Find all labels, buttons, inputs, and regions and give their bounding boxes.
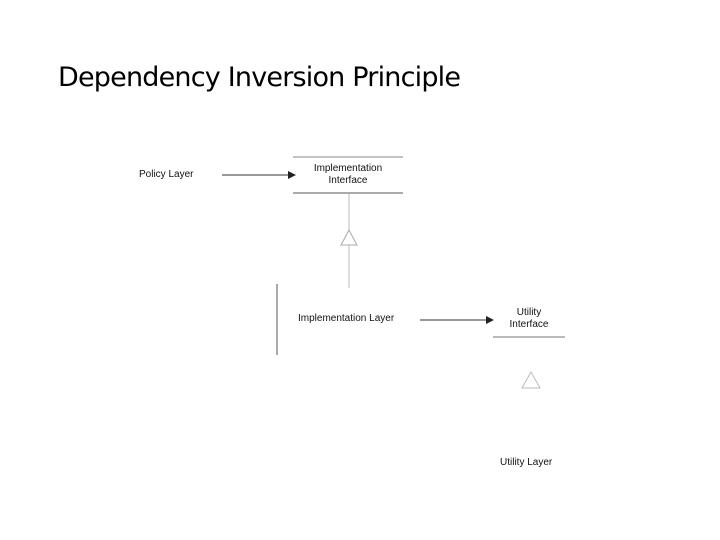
policy-layer-label: Policy Layer (139, 169, 194, 180)
implementation-layer-label: Implementation Layer (298, 313, 395, 324)
utility-layer-label: Utility Layer (500, 457, 553, 468)
utility-interface-line1: Utility (516, 307, 542, 318)
utility-interface-line2: Interface (509, 319, 549, 330)
implementation-interface-line2: Interface (328, 175, 368, 186)
implementation-interface-line1: Implementation (313, 163, 383, 174)
implementation-realization-triangle (340, 228, 358, 246)
slide-title: Dependency Inversion Principle (58, 62, 461, 93)
implementation-interface-label: Implementation Interface (298, 163, 398, 187)
utility-realization-triangle (521, 370, 541, 389)
utility-interface-label: Utility Interface (494, 307, 564, 331)
